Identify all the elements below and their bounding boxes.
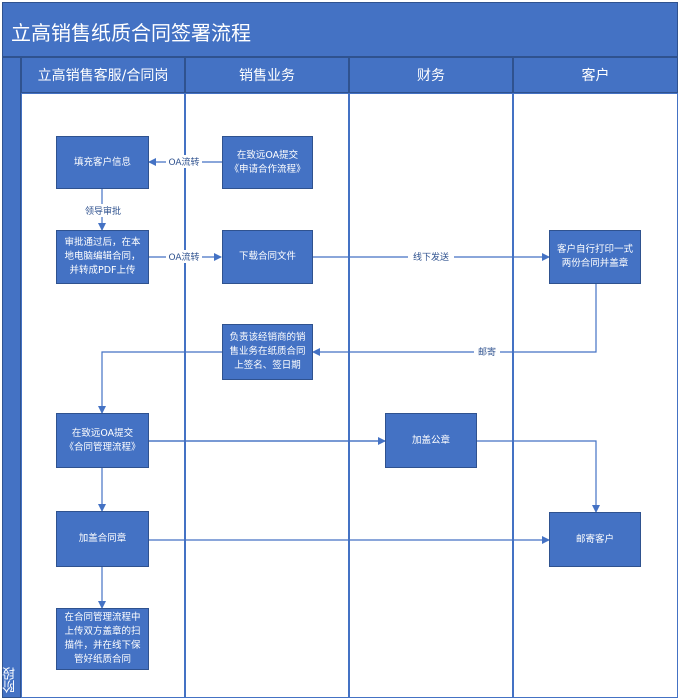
box-sales-sign: 负责该经销商的销 售业务在纸质合同 上签名、签日期 [222,324,313,380]
edge-label-oa-flow-2: OA流转 [168,251,199,263]
edge-label-leader-approval: 领导审批 [85,205,121,217]
box-upload-archive: 在合同管理流程中 上传双方盖章的扫 描件，并在线下保 管好纸质合同 [56,608,149,670]
box-stamp-contract: 加盖合同章 [56,511,149,567]
edge-oa-to-mail [149,440,600,513]
edge-label-offline-send: 线下发送 [413,251,449,263]
edge-sign-to-oa [98,351,222,414]
diagram-title: 立高销售纸质合同签署流程 [11,21,251,45]
lane-header-service: 立高销售客服/合同岗 [21,57,185,93]
edge-customer-to-sign [312,284,597,356]
edge-label-oa-flow-1: OA流转 [168,156,199,168]
lane-header-customer: 客户 [513,57,678,93]
stage-column: 阶段 [2,57,21,698]
box-customer-print: 客户自行打印一式 两份合同并盖章 [549,230,641,284]
diagram-title-bar: 立高销售纸质合同签署流程 [2,2,678,57]
lane-sales [185,93,349,698]
box-download-contract: 下载合同文件 [222,230,313,284]
box-fill-customer-info: 填充客户信息 [56,136,149,189]
box-edit-contract: 审批通过后，在本 地电脑编辑合同， 并转成PDF上传 [56,230,149,284]
box-submit-oa-manage: 在致远OA提交 《合同管理流程》 [56,413,149,468]
lane-header-finance: 财务 [349,57,513,93]
box-submit-oa-apply: 在致远OA提交 《申请合作流程》 [222,136,313,189]
box-finance-stamp: 加盖公章 [385,413,477,468]
lane-finance [349,93,513,698]
edge-label-mail: 邮寄 [478,346,496,358]
lane-header-sales: 销售业务 [185,57,349,93]
box-mail-customer: 邮寄客户 [549,512,641,567]
lane-customer [513,93,678,698]
lane-service [21,93,185,698]
